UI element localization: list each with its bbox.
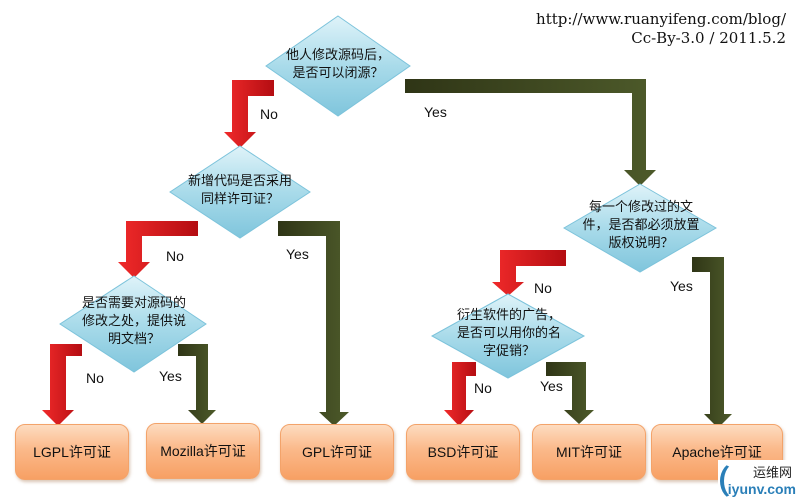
decision-diamond-q1: [265, 15, 411, 117]
result-gpl: GPL许可证: [280, 424, 394, 480]
watermark-en: iyunv.com: [727, 481, 796, 497]
arrow-q3-no: [42, 344, 82, 426]
decision-text-q5: 衍生软件的广告， 是否可以用你的名 字促销？: [456, 308, 561, 359]
result-mozilla: Mozilla许可证: [146, 423, 260, 479]
decision-diamond-q4: [563, 183, 717, 273]
result-lgpl: LGPL许可证: [15, 424, 129, 480]
arrow-q3-yes: [178, 344, 216, 424]
label-q4-yes: Yes: [670, 278, 693, 294]
credit-url: http://www.ruanyifeng.com/blog/: [536, 10, 786, 28]
label-q3-yes: Yes: [159, 368, 182, 384]
label-q1-yes: Yes: [424, 104, 447, 120]
result-mit: MIT许可证: [532, 424, 646, 480]
arrow-q1-yes: [405, 79, 656, 186]
arrow-q1-no: [224, 80, 274, 148]
label-q2-yes: Yes: [286, 246, 309, 262]
result-bsd: BSD许可证: [406, 424, 520, 480]
arrow-q4-no: [492, 250, 566, 296]
credit-block: http://www.ruanyifeng.com/blog/ Cc-By-3.…: [536, 10, 786, 48]
watermark-cn: 运维网: [752, 466, 792, 481]
decision-text-q3: 是否需要对源码的 修改之处，提供说 明文档？: [81, 296, 186, 347]
arrow-q2-no: [118, 221, 198, 278]
decision-diamond-q2: [169, 145, 311, 239]
arrow-q4-yes: [692, 257, 732, 428]
watermark: 运维网 iyunv.com: [718, 460, 800, 500]
arrow-q5-no: [444, 362, 476, 426]
label-q1-no: No: [260, 106, 278, 122]
label-q3-no: No: [86, 370, 104, 386]
label-q5-yes: Yes: [540, 378, 563, 394]
label-q2-no: No: [166, 248, 184, 264]
decision-text-q1: 他人修改源码后， 是否可以闭源？: [285, 48, 390, 81]
arrow-q5-yes: [546, 362, 594, 424]
label-q4-no: No: [534, 280, 552, 296]
watermark-logo-icon: [720, 462, 750, 500]
decision-text-q2: 新增代码是否采用 同样许可证？: [187, 174, 292, 207]
credit-license: Cc-By-3.0 / 2011.5.2: [631, 29, 786, 47]
decision-diamond-q5: [430, 293, 586, 379]
decision-text-q4: 每一个修改过的文 件，是否都必须放置 版权说明？: [582, 200, 700, 251]
arrow-q2-yes: [278, 221, 349, 426]
decision-diamond-q3: [59, 275, 207, 373]
label-q5-no: No: [474, 380, 492, 396]
